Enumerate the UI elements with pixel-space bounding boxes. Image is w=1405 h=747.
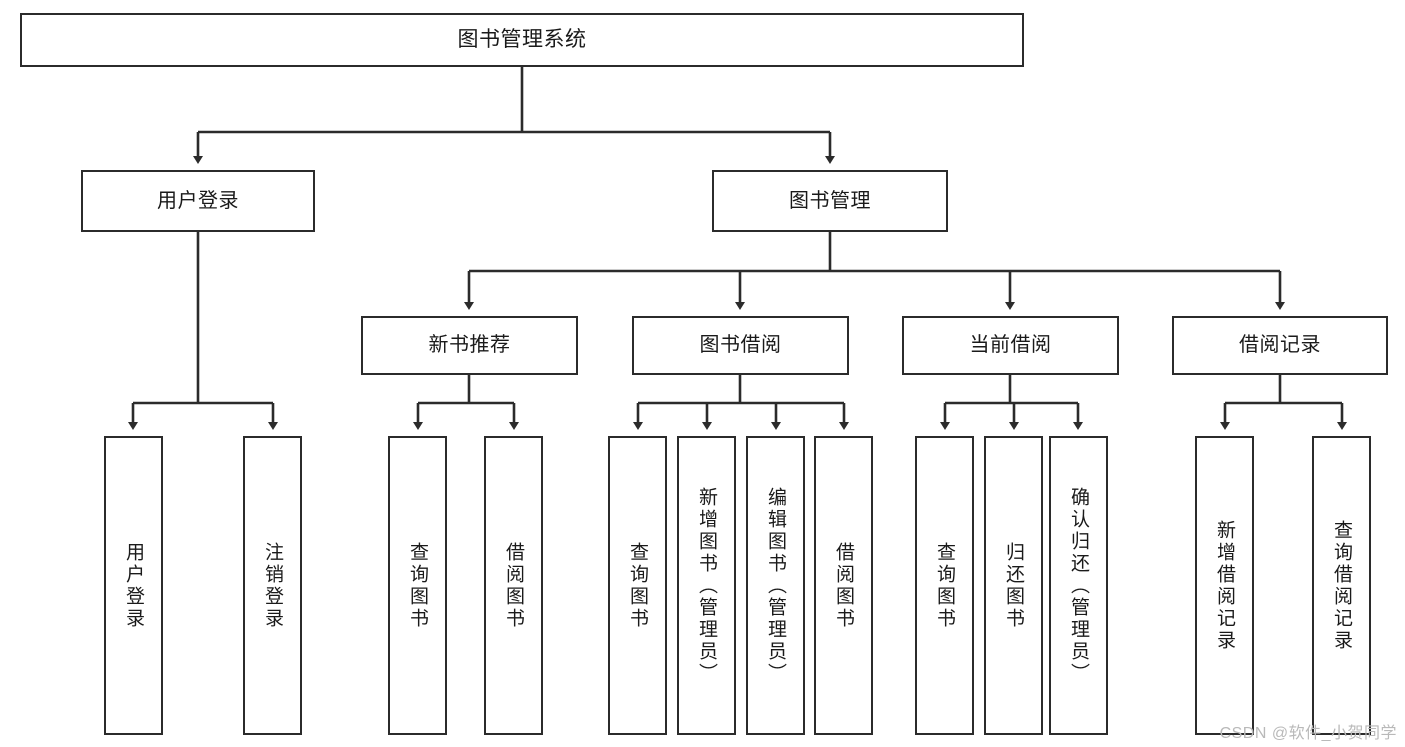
node-label: 新增借阅记录 bbox=[1214, 519, 1235, 652]
watermark-text: CSDN @软件_小贺同学 bbox=[1219, 725, 1397, 742]
leaf-confirm-return-admin[interactable]: 确认归还（管理员） bbox=[1049, 436, 1108, 735]
node-root-system[interactable]: 图书管理系统 bbox=[20, 13, 1024, 67]
node-borrow-record[interactable]: 借阅记录 bbox=[1172, 316, 1388, 375]
node-label: 用户登录 bbox=[157, 189, 239, 212]
node-label: 用户登录 bbox=[123, 541, 144, 630]
node-label: 注销登录 bbox=[262, 541, 283, 630]
leaf-logout[interactable]: 注销登录 bbox=[243, 436, 302, 735]
node-label: 借阅图书 bbox=[833, 541, 854, 630]
leaf-return-book[interactable]: 归还图书 bbox=[984, 436, 1043, 735]
node-new-book-recommend[interactable]: 新书推荐 bbox=[361, 316, 578, 375]
node-label: 查询图书 bbox=[934, 541, 955, 630]
leaf-borrow-book[interactable]: 借阅图书 bbox=[814, 436, 873, 735]
node-label: 查询图书 bbox=[627, 541, 648, 630]
node-label: 确认归还（管理员） bbox=[1068, 486, 1089, 685]
leaf-borrow-book-recommend[interactable]: 借阅图书 bbox=[484, 436, 543, 735]
leaf-add-borrow-record[interactable]: 新增借阅记录 bbox=[1195, 436, 1254, 735]
node-book-management[interactable]: 图书管理 bbox=[712, 170, 948, 232]
node-label: 借阅图书 bbox=[503, 541, 524, 630]
node-label: 图书管理 bbox=[789, 189, 871, 212]
node-label: 图书借阅 bbox=[699, 334, 782, 357]
leaf-query-book-borrow[interactable]: 查询图书 bbox=[608, 436, 667, 735]
leaf-edit-book-admin[interactable]: 编辑图书（管理员） bbox=[746, 436, 805, 735]
node-label: 图书管理系统 bbox=[457, 28, 587, 52]
node-label: 归还图书 bbox=[1003, 541, 1024, 630]
node-label: 新书推荐 bbox=[428, 334, 511, 357]
leaf-add-book-admin[interactable]: 新增图书（管理员） bbox=[677, 436, 736, 735]
node-book-borrow[interactable]: 图书借阅 bbox=[632, 316, 849, 375]
node-label: 当前借阅 bbox=[969, 334, 1052, 357]
node-label: 查询图书 bbox=[407, 541, 428, 630]
leaf-query-book-recommend[interactable]: 查询图书 bbox=[388, 436, 447, 735]
node-label: 新增图书（管理员） bbox=[696, 486, 717, 685]
node-label: 编辑图书（管理员） bbox=[765, 486, 786, 685]
node-user-login[interactable]: 用户登录 bbox=[81, 170, 315, 232]
leaf-query-book-current[interactable]: 查询图书 bbox=[915, 436, 974, 735]
leaf-query-borrow-record[interactable]: 查询借阅记录 bbox=[1312, 436, 1371, 735]
leaf-user-login[interactable]: 用户登录 bbox=[104, 436, 163, 735]
node-current-borrow[interactable]: 当前借阅 bbox=[902, 316, 1119, 375]
node-label: 查询借阅记录 bbox=[1331, 519, 1352, 652]
node-label: 借阅记录 bbox=[1239, 334, 1321, 357]
